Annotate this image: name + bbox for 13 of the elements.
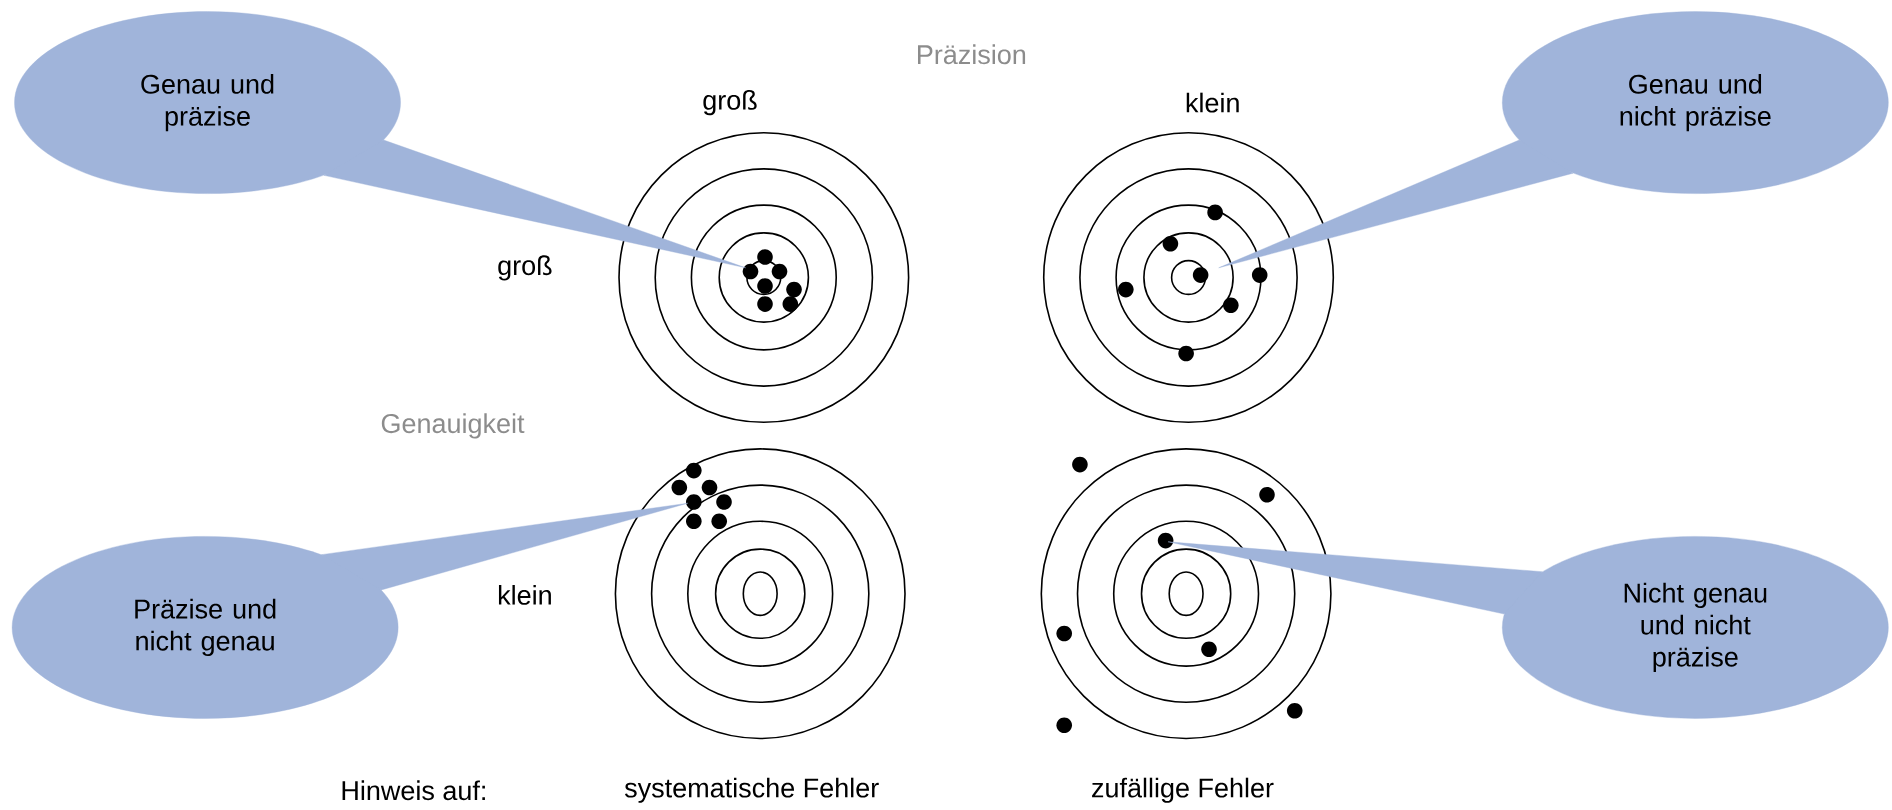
- axis-label: Hinweis auf:: [342, 780, 485, 801]
- callout-tail: [321, 503, 688, 591]
- callout-tail: [1218, 139, 1574, 268]
- target-drawing: [614, 448, 906, 740]
- callout-tail: [1167, 541, 1543, 615]
- target-drawing: [1042, 131, 1335, 424]
- target-drawing: [618, 131, 910, 424]
- axis-label: groß: [498, 255, 552, 281]
- callout-tail: [323, 139, 746, 268]
- axis-label: Präzision: [918, 44, 1026, 65]
- axis-label: Genauigkeit: [381, 413, 525, 439]
- axis-label: klein: [498, 584, 551, 605]
- target-drawing: [1040, 448, 1332, 740]
